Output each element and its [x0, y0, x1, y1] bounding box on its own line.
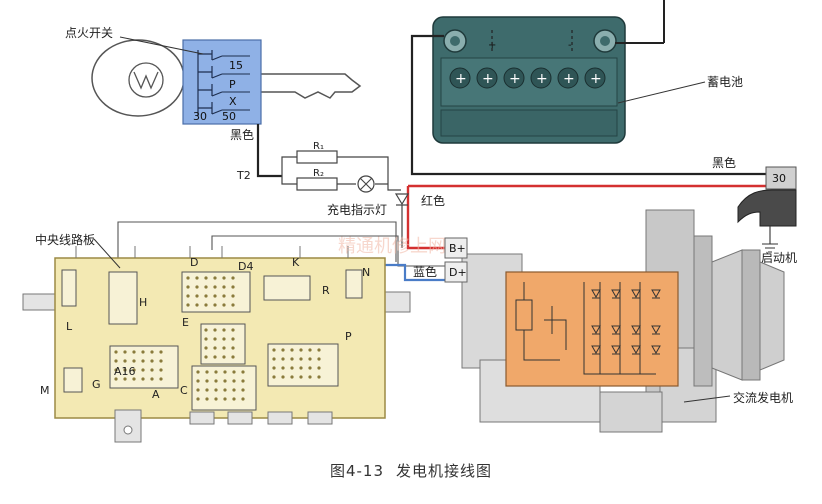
blue-wire-label: 蓝色: [413, 265, 437, 279]
board-letter: P: [345, 330, 352, 343]
board-letter: K: [292, 256, 300, 269]
figure-caption: 图4-13 发电机接线图: [0, 460, 822, 481]
alt-b-plus: B+: [449, 242, 466, 255]
resistor-r2: [296, 177, 338, 191]
battery-cell: [557, 67, 579, 89]
diode-icon: [394, 193, 410, 206]
battery-label: 蓄电池: [707, 75, 743, 89]
board-letter: R: [322, 284, 330, 297]
switch-terminal-15: 15: [229, 59, 243, 72]
battery-cell-sign: +: [455, 71, 467, 87]
board-letter: N: [362, 266, 370, 279]
wire-battery-positive: [410, 34, 768, 176]
starter: 30 启动机: [737, 166, 797, 265]
board-letter: E: [182, 316, 189, 329]
central-board-label: 中央线路板: [35, 232, 95, 247]
ignition-key: [91, 39, 362, 117]
resistor-r1: [296, 150, 338, 164]
board-letter: A: [152, 388, 160, 401]
starter-label: 启动机: [761, 251, 797, 265]
battery-cell: [530, 67, 552, 89]
black-wire-label-1: 黑色: [230, 128, 254, 142]
battery-cell-sign: +: [563, 71, 575, 87]
switch-terminal-50: 50: [222, 110, 236, 123]
charge-lamp-label: 充电指示灯: [327, 202, 387, 217]
svg-text:-: -: [568, 40, 572, 51]
battery-cell: [449, 67, 471, 89]
wire-blue: [370, 263, 445, 282]
black-wire-label-2: 黑色: [712, 156, 736, 170]
battery: + - + + + + + +: [432, 16, 626, 144]
r2-label: R₂: [313, 168, 324, 179]
board-letter: A16: [114, 365, 136, 378]
alt-d-plus: D+: [449, 266, 467, 279]
switch-terminal-p: P: [229, 78, 236, 91]
ignition-switch-label: 点火开关: [65, 26, 113, 40]
r1-label: R₁: [313, 141, 324, 152]
switch-terminal-x: X: [229, 95, 237, 108]
alternator-label: 交流发电机: [733, 390, 793, 405]
ignition-switch: 15 P X 30 50: [182, 39, 262, 125]
board-letter: D4: [238, 260, 253, 273]
battery-cell-sign: +: [509, 71, 521, 87]
starter-terminal: 30: [772, 172, 786, 185]
battery-cell-sign: +: [482, 71, 494, 87]
board-letter: M: [40, 384, 50, 397]
figure-title: 发电机接线图: [396, 462, 493, 480]
watermark: 精通机修上网: [338, 236, 446, 257]
switch-terminal-30: 30: [193, 110, 207, 123]
figure-number: 图4-13: [329, 462, 385, 480]
battery-cell: [476, 67, 498, 89]
board-letter: L: [66, 320, 73, 333]
alternator: B+ D+: [444, 209, 785, 433]
battery-cells: + + + + + +: [449, 67, 606, 89]
red-wire-label: 红色: [421, 193, 445, 208]
wire-ignition-black: [256, 124, 282, 178]
central-wiring-board: [22, 246, 411, 443]
battery-cell: [503, 67, 525, 89]
board-letter: G: [92, 378, 101, 391]
battery-cell-sign: +: [590, 71, 602, 87]
svg-text:+: +: [488, 40, 496, 51]
board-letter: H: [139, 296, 147, 309]
battery-cell: [584, 67, 606, 89]
board-letter: D: [190, 256, 198, 269]
t2-label: T2: [236, 169, 251, 182]
board-letter: C: [180, 384, 188, 397]
battery-cell-sign: +: [536, 71, 548, 87]
